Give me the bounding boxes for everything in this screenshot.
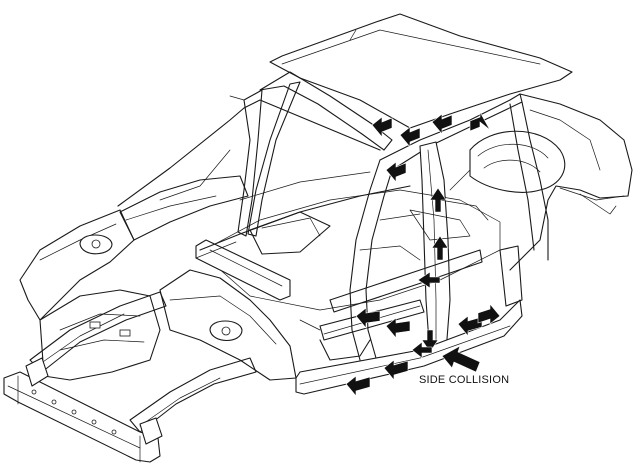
rear-sill-extension: [499, 245, 523, 307]
windshield-lower-frame: [117, 107, 245, 207]
side-collision-label: SIDE COLLISION: [419, 374, 510, 386]
arrow-roof-rail-3: [431, 113, 453, 135]
side-sill-left: [199, 185, 411, 251]
rear-quarter-panel: [509, 93, 633, 271]
arrow-roof-rail-4: [469, 110, 491, 132]
arrow-floor-2: [385, 317, 411, 339]
dash-panel: [119, 175, 249, 241]
side-collision-input-arrow: [441, 345, 481, 373]
arrow-sill-2: [383, 359, 409, 381]
c-pillar: [521, 101, 549, 261]
arrow-rear-floor-1: [457, 315, 483, 337]
crash-box-left: [25, 357, 49, 387]
crash-box-right: [139, 417, 163, 445]
front-apron-right: [159, 269, 297, 381]
arrow-b-pillar-lower: [411, 341, 433, 359]
rear-floor-cross-member: [329, 249, 483, 313]
arrow-b-pillar-side: [417, 271, 441, 289]
arrow-floor-1: [355, 307, 381, 329]
floor-panel: [199, 189, 501, 311]
arrow-sill-1: [345, 375, 371, 397]
arrow-roof-rail-5: [385, 161, 407, 183]
front-floor-cross-member: [195, 239, 291, 301]
side-sill-right: [295, 299, 523, 395]
roof-front-header: [259, 71, 393, 151]
radiator-support: [39, 289, 161, 381]
arrow-roof-rail-2: [399, 126, 421, 148]
arrow-roof-rail-1: [371, 116, 393, 138]
arrow-b-pillar-up: [429, 187, 447, 213]
a-pillar-left: [237, 89, 263, 237]
arrow-rear-floor-2: [477, 303, 501, 325]
a-pillar-arch: [349, 159, 381, 361]
front-side-member-left: [29, 291, 167, 373]
front-apron-left: [19, 209, 135, 321]
load-path-arrows: [345, 110, 501, 397]
seat-cross-member: [319, 299, 425, 341]
arrow-b-pillar-base: [421, 329, 439, 353]
roof-panel: [269, 13, 573, 129]
rear-wheelhouse: [469, 130, 566, 193]
front-bumper-reinforcement: [3, 371, 161, 463]
arrow-b-pillar-mid: [431, 235, 449, 261]
a-pillar-right: [247, 81, 301, 237]
